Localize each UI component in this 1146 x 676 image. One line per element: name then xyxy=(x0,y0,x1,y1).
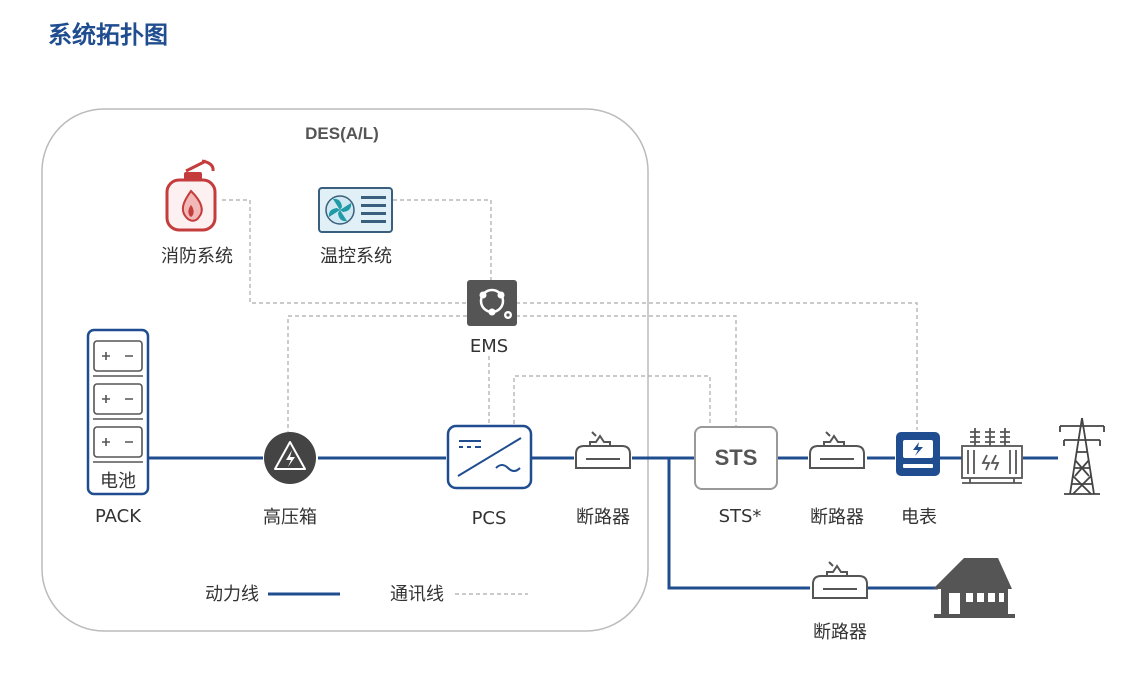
electric-meter-icon xyxy=(896,432,940,476)
comm-lines xyxy=(222,199,918,432)
transmission-tower-icon xyxy=(1059,417,1105,495)
battery-pack-icon xyxy=(86,328,150,496)
breaker1-label: 断路器 xyxy=(576,507,630,528)
comm-line-ems-sts xyxy=(516,315,737,427)
pack-label: PACK xyxy=(95,506,142,527)
comm-line-fire-ems xyxy=(222,199,467,304)
hv-box-label: 高压箱 xyxy=(263,507,317,528)
comm-line-pcs-sts xyxy=(513,375,711,427)
breaker-icon xyxy=(575,431,631,469)
power-lines xyxy=(148,456,1058,590)
thermal-system-label: 温控系统 xyxy=(320,246,392,267)
page-title: 系统拓扑图 xyxy=(48,21,168,49)
comm-line-thermal-ems xyxy=(393,199,492,280)
ems-icon xyxy=(467,280,517,326)
power-line-branch-load xyxy=(667,458,810,590)
breaker3-label: 断路器 xyxy=(813,622,867,643)
pcs-label: PCS xyxy=(472,508,507,529)
battery-inner-label: 电池 xyxy=(100,471,136,492)
sts-inner-label: STS xyxy=(715,445,758,470)
house-icon xyxy=(933,558,1015,618)
legend-power-label: 动力线 xyxy=(205,584,259,605)
breaker-icon xyxy=(812,561,868,599)
enclosure-label: DES(A/L) xyxy=(305,124,379,143)
des-enclosure xyxy=(41,108,649,632)
transformer-icon xyxy=(961,428,1023,484)
air-conditioner-icon xyxy=(318,187,393,233)
fire-system-label: 消防系统 xyxy=(161,246,233,267)
legend-comm-label: 通讯线 xyxy=(390,584,444,605)
pcs-icon xyxy=(446,424,533,490)
high-voltage-box-icon xyxy=(264,432,316,484)
meter-label: 电表 xyxy=(901,507,937,528)
sts-label: STS* xyxy=(719,506,762,527)
sts-icon xyxy=(694,426,778,490)
ems-label: EMS xyxy=(470,336,508,357)
comm-line-ems-hv xyxy=(287,315,467,432)
breaker-icon xyxy=(809,431,865,469)
fire-extinguisher-icon xyxy=(165,159,217,232)
comm-line-ems-meter xyxy=(516,302,918,430)
breaker2-label: 断路器 xyxy=(810,507,864,528)
